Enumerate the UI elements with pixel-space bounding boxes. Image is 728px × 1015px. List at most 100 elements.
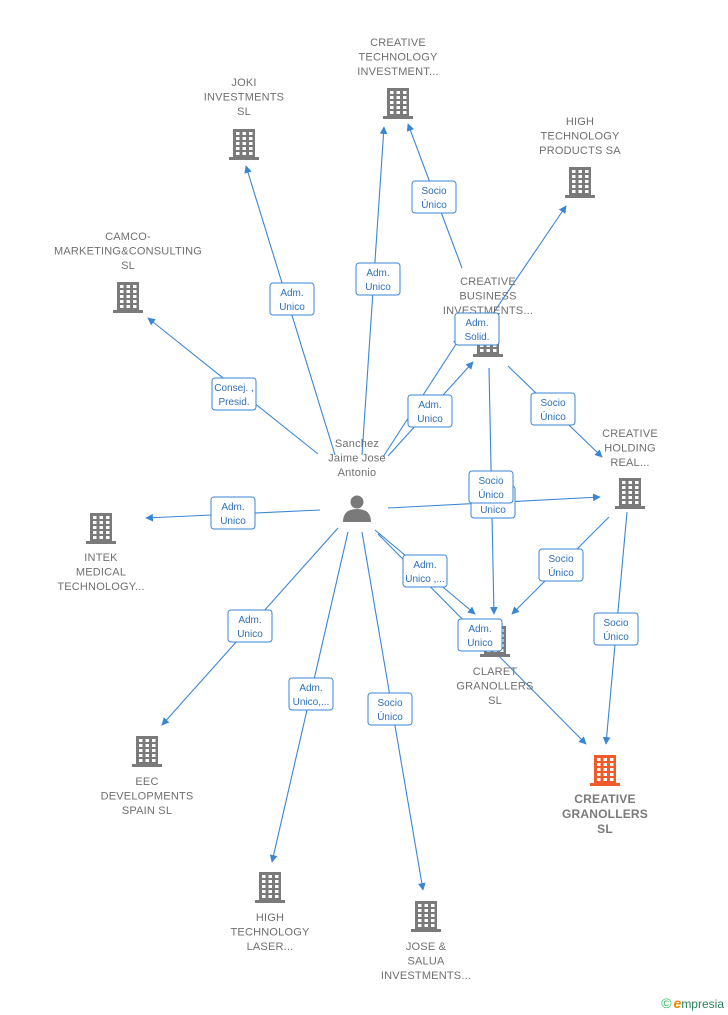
- node-eec[interactable]: [132, 736, 162, 767]
- edge-label-text: Solid.: [464, 332, 489, 343]
- edge-label-text: Unico,...: [293, 697, 330, 708]
- edge-label-text: Adm.: [221, 502, 244, 513]
- brand-initial: e: [673, 995, 682, 1011]
- edge-label-text: Socio: [603, 618, 628, 629]
- node-label-claret: CLARET: [473, 666, 518, 678]
- edge-label-person-cgran[interactable]: Adm.Unico: [457, 618, 503, 652]
- edge-label-person-ctinv[interactable]: Adm.Unico: [355, 262, 401, 296]
- node-label-eec: SPAIN SL: [122, 805, 172, 817]
- edge-label-text: Adm.: [299, 683, 322, 694]
- edge-label-person-camco[interactable]: Consej. , Presid.: [211, 377, 257, 411]
- node-label-cgran: SL: [597, 822, 613, 836]
- node-label-intek: INTEK: [84, 552, 118, 564]
- building-icon: [86, 513, 116, 544]
- edge-label-person-cbi[interactable]: Adm.Solid.: [454, 312, 500, 346]
- edge-label-text: Único: [377, 710, 403, 723]
- building-icon: [229, 129, 259, 160]
- copyright-icon: ©: [661, 995, 672, 1011]
- edge-label-text: Adm.: [413, 560, 436, 571]
- node-label-eec: EEC: [135, 776, 158, 788]
- edge-label-text: Unico ,...: [405, 574, 444, 585]
- node-label-cgran: GRANOLLERS: [562, 807, 648, 821]
- node-htp[interactable]: [565, 167, 595, 198]
- node-label-joki: JOKI: [231, 77, 256, 89]
- building-icon: [615, 478, 645, 509]
- edge-label-text: Presid.: [218, 397, 249, 408]
- edge-label-person-eec[interactable]: Adm.Unico: [227, 609, 273, 643]
- edge-label-text: Único: [540, 410, 566, 423]
- edge-label-text: Socio: [540, 398, 565, 409]
- edge-label-text: Socio: [377, 698, 402, 709]
- node-label-joki: SL: [237, 106, 251, 118]
- node-label-ctinv: TECHNOLOGY: [358, 52, 437, 64]
- edge-label-text: Socio: [421, 186, 446, 197]
- edge-label-text: Adm.: [238, 615, 261, 626]
- node-camco[interactable]: [113, 282, 143, 313]
- node-cgran[interactable]: [590, 755, 620, 786]
- node-intek[interactable]: [86, 513, 116, 544]
- node-label-intek: TECHNOLOGY...: [57, 581, 144, 593]
- person-icon: [343, 495, 371, 522]
- node-label-camco: CAMCO-: [105, 231, 151, 243]
- building-icon: [565, 167, 595, 198]
- node-label-jose: SALUA: [407, 956, 445, 968]
- node-label-jose: INVESTMENTS...: [381, 970, 471, 982]
- edge-label-text: Unico: [279, 302, 305, 313]
- node-label-intek: MEDICAL: [76, 567, 126, 579]
- edge-label-text: Adm.: [366, 268, 389, 279]
- edge-label-text: Socio: [478, 476, 503, 487]
- node-label-cgran: CREATIVE: [574, 792, 635, 806]
- edge-label-text: Único: [603, 630, 629, 643]
- node-ctinv[interactable]: [383, 88, 413, 119]
- edge-label-text: Adm.: [280, 288, 303, 299]
- node-chr[interactable]: [615, 478, 645, 509]
- node-label-jose: JOSE &: [406, 941, 447, 953]
- edge-cbi-htp: [489, 205, 567, 319]
- node-label-chr: CREATIVE: [602, 428, 658, 440]
- edge-label-text: Único: [421, 198, 447, 211]
- building-icon: [590, 755, 620, 786]
- node-label-chr: HOLDING: [604, 443, 656, 455]
- node-label-person: Jaime Jose: [328, 453, 386, 465]
- node-label-htl: HIGH: [256, 912, 284, 924]
- edge-label-person-claret[interactable]: Adm. Unico ,...: [402, 554, 448, 588]
- edge-label-text: Único: [548, 566, 574, 579]
- edge-label-person-joki[interactable]: Adm. Unico: [269, 282, 315, 316]
- node-label-htp: TECHNOLOGY: [540, 131, 619, 143]
- edge-label-text: Adm.: [418, 400, 441, 411]
- edge-label-person-intek[interactable]: Adm.Unico: [210, 496, 256, 530]
- node-label-htp: HIGH: [566, 116, 594, 128]
- node-label-joki: INVESTMENTS: [204, 92, 284, 104]
- node-label-cbi: CREATIVE: [460, 276, 516, 288]
- building-icon: [113, 282, 143, 313]
- node-label-eec: DEVELOPMENTS: [101, 791, 194, 803]
- node-label-htp: PRODUCTS SA: [539, 145, 621, 157]
- edge-label-text: Consej. ,: [214, 383, 253, 394]
- edge-label-person-htl[interactable]: Adm. Unico,...: [288, 677, 334, 711]
- node-person[interactable]: [343, 495, 371, 523]
- empresia-brand[interactable]: ©empresia: [661, 995, 724, 1011]
- node-jose[interactable]: [411, 901, 441, 932]
- node-joki[interactable]: [229, 129, 259, 160]
- node-label-htl: LASER...: [247, 941, 294, 953]
- edge-label-text: Unico: [480, 505, 506, 516]
- node-label-ctinv: INVESTMENT...: [357, 66, 438, 78]
- building-icon: [132, 736, 162, 767]
- building-icon: [383, 88, 413, 119]
- node-label-htl: TECHNOLOGY: [230, 927, 309, 939]
- node-label-chr: REAL...: [610, 457, 649, 469]
- node-htl[interactable]: [255, 872, 285, 903]
- edge-label-text: Único: [478, 488, 504, 501]
- edge-label-text: Unico: [467, 638, 493, 649]
- edge-label-text: Socio: [548, 554, 573, 565]
- edge-label-person-cbi[interactable]: Adm.Unico: [407, 394, 453, 428]
